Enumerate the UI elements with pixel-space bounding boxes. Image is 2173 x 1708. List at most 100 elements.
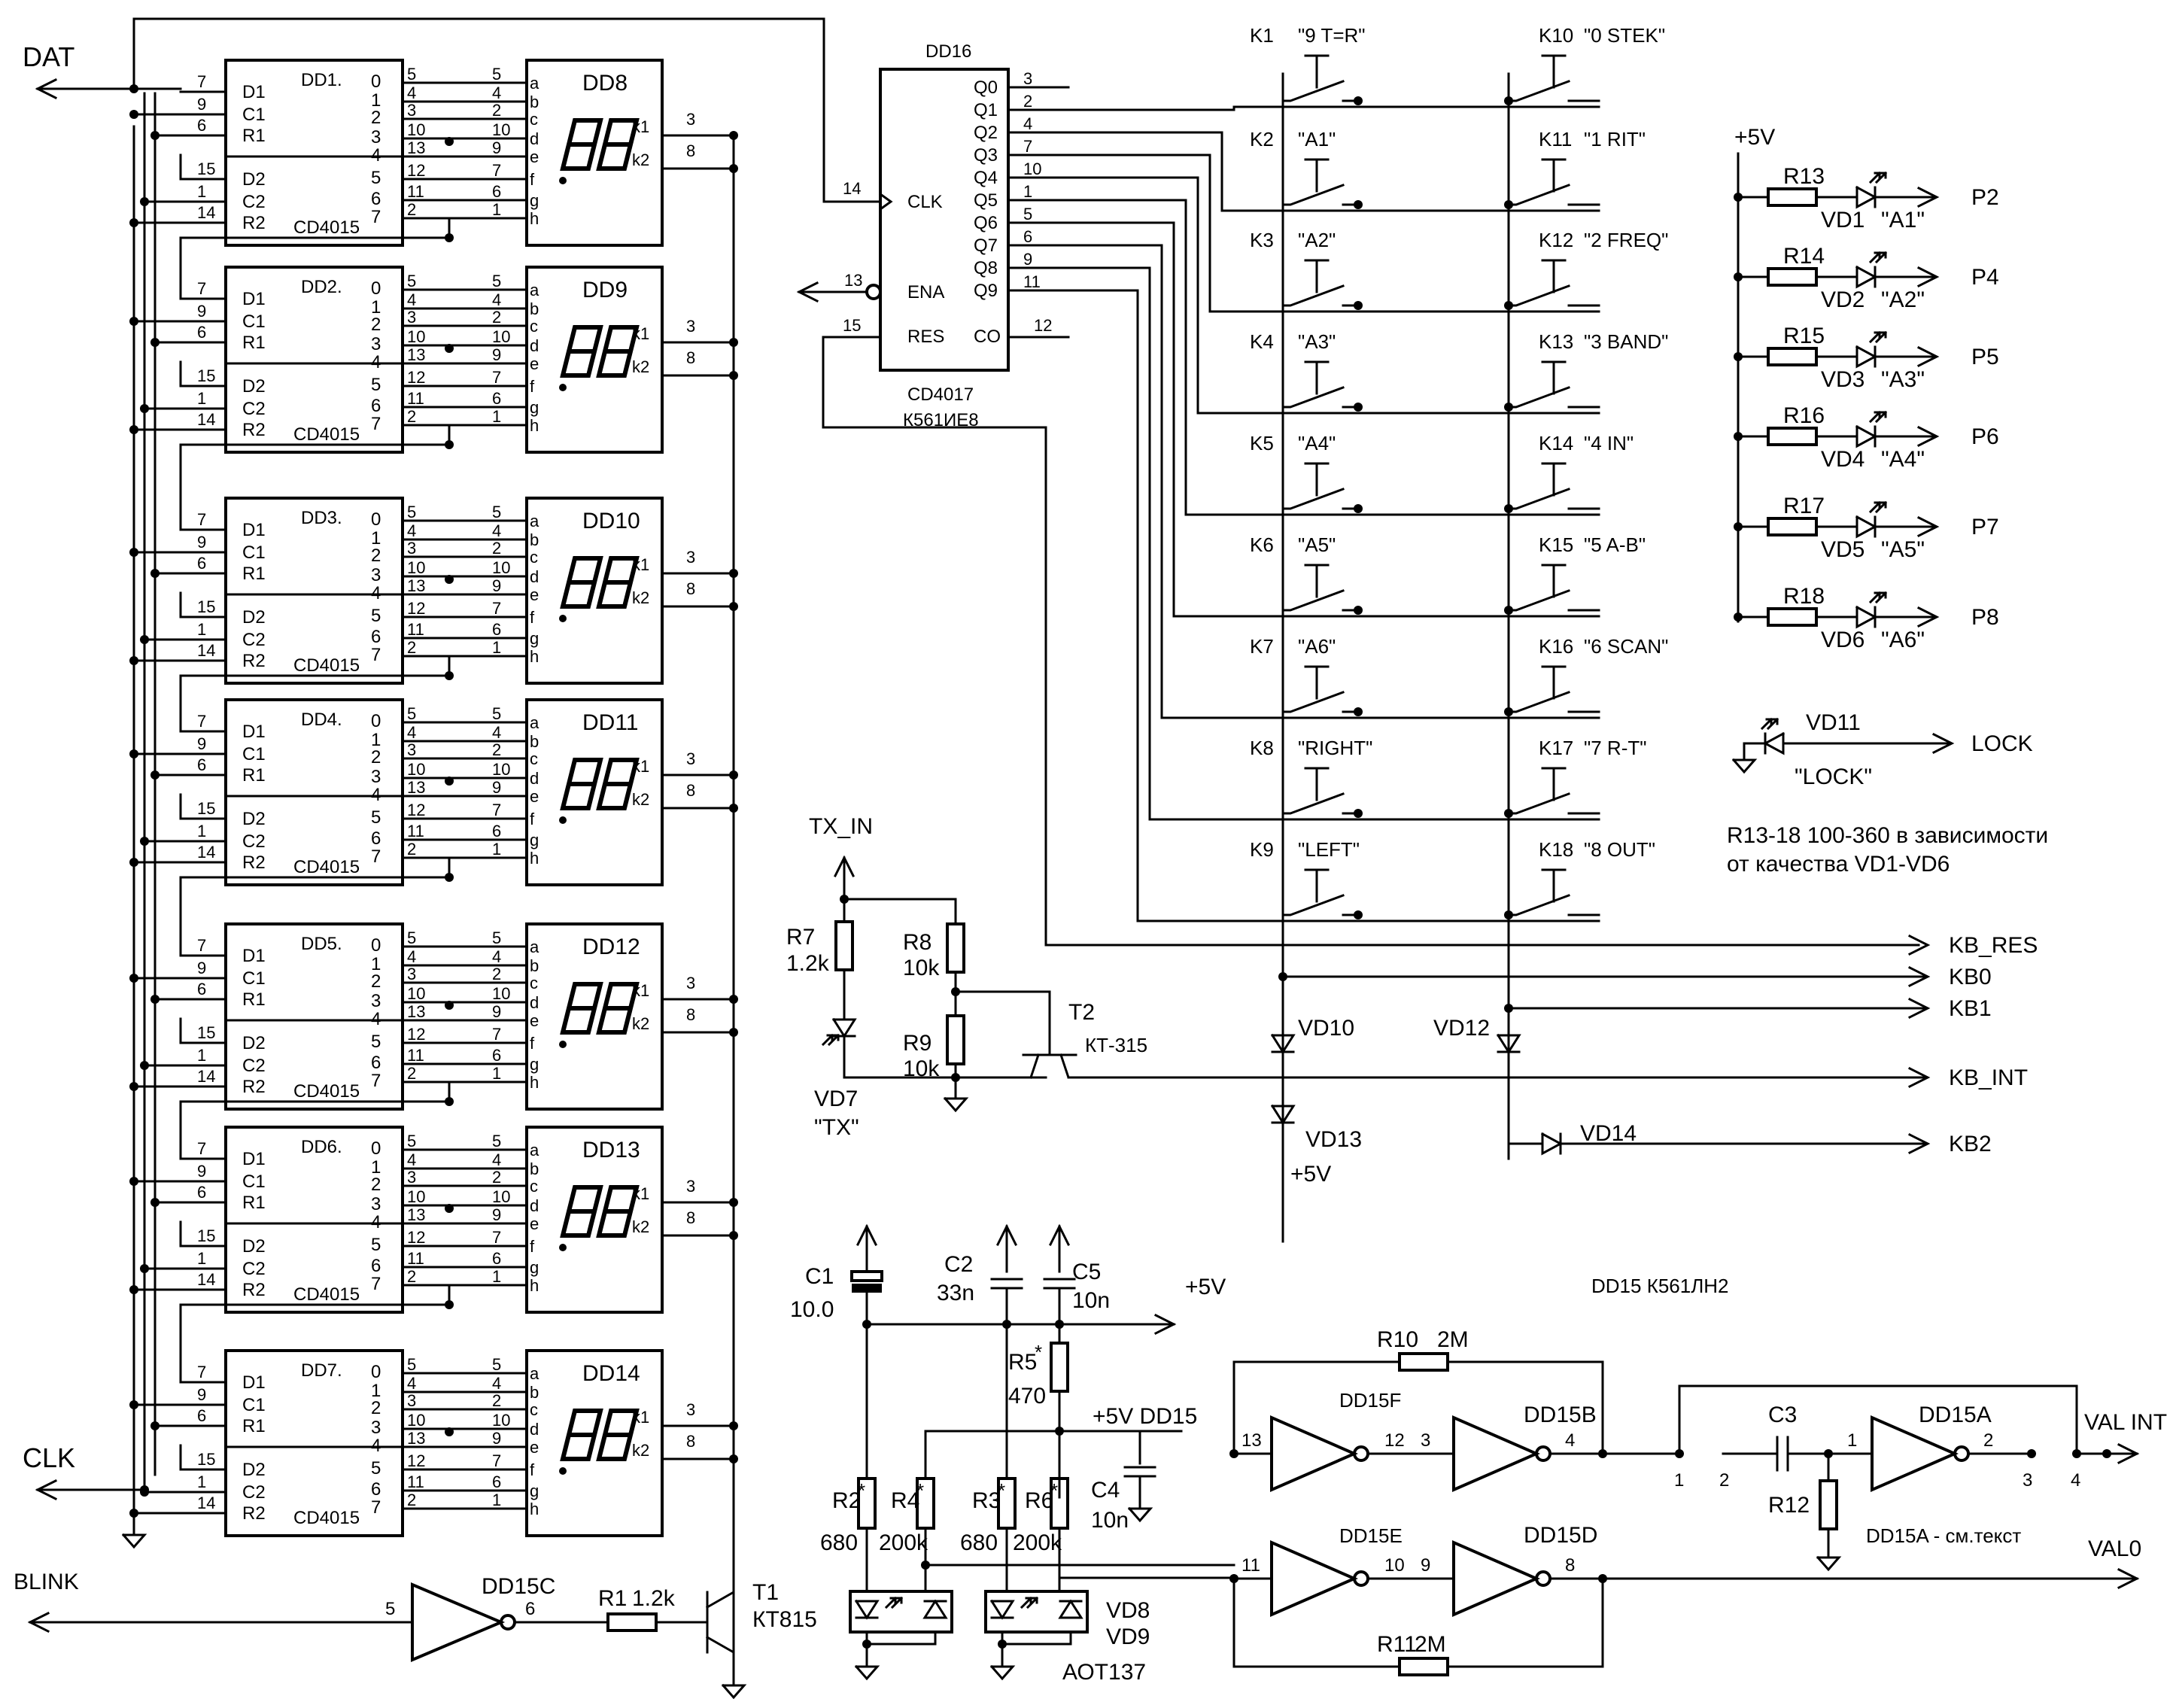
dd16-pin: 3 [1023,69,1032,88]
pin-number: 7 [197,1363,206,1381]
r9-resistor-icon [946,1014,965,1065]
pin-name: C1 [242,744,266,764]
led-arrow-icon [1916,186,1940,208]
pin: 5 [385,1599,395,1619]
key-ref: K13 [1539,330,1573,353]
led-resistor-ref: R15 [1783,324,1825,348]
led-name: "A1" [1881,208,1925,232]
segment-name: g [530,1482,539,1500]
junction-dot [1278,972,1287,981]
segment-name: d [530,769,539,788]
pin-index: 0 [371,509,381,530]
pin-number: 1 [197,620,206,639]
r12-label: R12 [1768,1493,1810,1518]
pin-number: 11 [407,1249,424,1268]
dd16-output: Q3 [974,145,998,166]
dd15a-label: DD15A [1919,1403,1992,1427]
dd16-output: Q5 [974,190,998,211]
kb-arrow-icon [1907,1132,1931,1155]
ground-icon [1816,1555,1842,1572]
diode-triangle [1855,185,1878,209]
r6-value: 200k [1013,1530,1062,1555]
dd16-res: RES [907,327,944,347]
diode-triangle [989,1599,1015,1620]
switch-lever [1281,792,1345,815]
key-switch-icon [1507,462,1600,510]
led-rays-icon [1760,717,1779,731]
cascade-wire [179,424,451,531]
display-name: DD10 [582,509,640,533]
display-body [525,698,664,886]
wire [1868,171,1882,184]
ground-icon [943,1096,969,1113]
dd16-pin: 1 [1023,182,1032,201]
pin-number: 14 [197,1494,215,1512]
switch-lever [1507,184,1570,206]
pin-number: 9 [197,533,206,552]
pin-name: C2 [242,1482,266,1503]
segment-name: a [530,938,539,956]
c5-value: 10n [1072,1288,1110,1313]
pin-number: 6 [197,980,206,998]
pin-number: 6 [197,323,206,342]
key-name: "9 T=R" [1298,24,1366,47]
pin-number: 7 [197,1139,206,1158]
junction-dot [129,749,138,758]
decimal-point-icon [559,1467,567,1475]
led-ref: VD1 [1821,208,1865,232]
pin-index: 6 [371,1479,381,1500]
display-pin-number: 4 [492,521,501,540]
led-diode-icon [1855,185,1878,209]
wire [1874,251,1881,259]
pin-index: 5 [371,1458,381,1479]
diode-triangle [1855,424,1878,448]
row-wire [1067,266,1600,821]
led-rays-icon [1868,171,1888,184]
pin-number: 13 [407,778,425,797]
key-name: "A5" [1298,533,1336,556]
junction-dot [445,575,454,584]
shift-register-part: CD4015 [293,424,360,445]
segment-name: e [530,1011,539,1030]
dd15e-label: DD15E [1339,1524,1403,1547]
junction-dot [129,425,138,434]
r2-label: R2 [832,1488,861,1513]
pin-number: 5 [407,704,416,723]
r10-resistor-icon [1398,1352,1449,1372]
pin-number: 13 [407,576,425,595]
led-port: P7 [1971,515,1999,539]
dd16-pin: 2 [1023,92,1032,111]
pin-number: 14 [197,1067,215,1086]
diode-triangle [1540,1132,1564,1156]
wire [705,1635,735,1687]
pin: 8 [1565,1555,1575,1576]
pin-number: 13 [407,138,425,157]
dd16-pin: 5 [1023,205,1032,223]
pin-number: 4 [407,84,416,102]
key-name: "2 FREQ" [1584,229,1668,251]
wire [1880,331,1887,339]
row-wire [1067,131,1600,212]
pin: 12 [1384,1430,1405,1451]
wire [1771,718,1779,725]
led-port: P5 [1971,345,1999,369]
pin-name: C1 [242,542,266,563]
pin-name: C1 [242,105,266,125]
inverter-triangle [1452,1539,1541,1618]
led-ref: VD2 [1821,287,1865,312]
dd15d-label: DD15D [1524,1523,1597,1548]
dd16-co: CO [974,327,1001,347]
pin-index: 5 [371,168,381,188]
segment-name: g [530,398,539,417]
opto-photodiode-icon [1058,1599,1083,1619]
cathode-label: k1 [632,757,649,776]
junction-dot [129,1509,138,1518]
r7-resistor-icon [834,920,854,971]
pin-index: 4 [371,785,381,805]
dd16-pin: 12 [1034,316,1052,335]
dd16-pin: 10 [1023,160,1041,178]
